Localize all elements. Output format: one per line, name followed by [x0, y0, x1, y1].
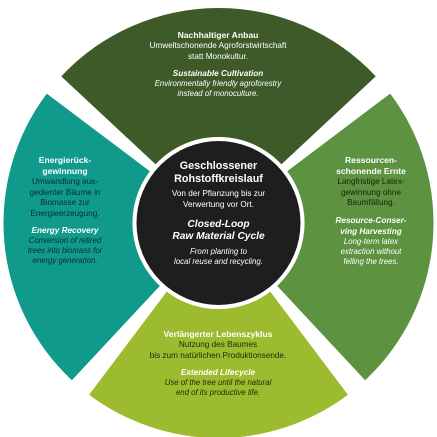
- center-en-title: Closed-Loop Raw Material Cycle: [172, 219, 265, 242]
- segment-bottom-body: Nutzung des Baumes bis zum natürlichen P…: [149, 340, 287, 360]
- center-text: Geschlossener Rohstoffkreislauf Von der …: [143, 160, 294, 267]
- segment-left-en-title: Energy Recovery: [31, 226, 99, 235]
- segment-left-energy-recovery: [3, 93, 160, 381]
- segment-bottom-en-body: Use of the tree until the natural end of…: [164, 378, 272, 397]
- segment-right-resource-harvesting: [277, 93, 434, 381]
- center-body: Von der Pflanzung bis zur Verwertung vor…: [171, 189, 266, 209]
- segment-right-body: Langfristige Latex- gewinnung ohne Baumf…: [337, 177, 405, 207]
- segment-bottom-title: Verlängerter Lebenszyklus: [163, 329, 273, 339]
- segment-left-title: Energierück- gewinnung: [38, 155, 92, 176]
- segment-bottom-en-title: Extended Lifecycle: [180, 368, 256, 377]
- segment-top-title: Nachhaltiger Anbau: [177, 30, 259, 40]
- center-circle: [136, 141, 301, 305]
- segment-right-en-body: Long-term latex extraction without felli…: [340, 236, 402, 266]
- segment-right-text: Ressourcen- schonende Ernte Langfristige…: [318, 155, 424, 267]
- segment-left-text: Energierück- gewinnung Umwandlung aus- g…: [12, 155, 118, 266]
- segment-top-sustainable-cultivation: [61, 7, 376, 165]
- segment-right-title: Ressourcen- schonende Ernte: [336, 155, 406, 176]
- segment-top-body: Umweltschonende Agroforstwirtschaft stat…: [149, 41, 287, 61]
- segment-bottom-extended-lifecycle: [89, 291, 348, 437]
- center-title: Geschlossener Rohstoffkreislauf: [174, 160, 263, 185]
- segment-right-en-title: Resource-Conser- ving Harvesting: [335, 215, 407, 236]
- segment-top-en-title: Sustainable Cultivation: [172, 69, 264, 78]
- center-en-body: From planting to local reuse and recycli…: [173, 247, 264, 266]
- segment-top-text: Nachhaltiger Anbau Umweltschonende Agrof…: [108, 30, 328, 99]
- segment-left-en-body: Conversion of retired trees into biomass…: [27, 236, 103, 265]
- segment-bottom-text: Verlängerter Lebenszyklus Nutzung des Ba…: [98, 329, 338, 398]
- segment-top-en-body: Environmentally friendly agroforestry in…: [154, 79, 282, 98]
- segment-left-body: Umwandlung aus- gedienter Bäume in Bioma…: [29, 177, 101, 218]
